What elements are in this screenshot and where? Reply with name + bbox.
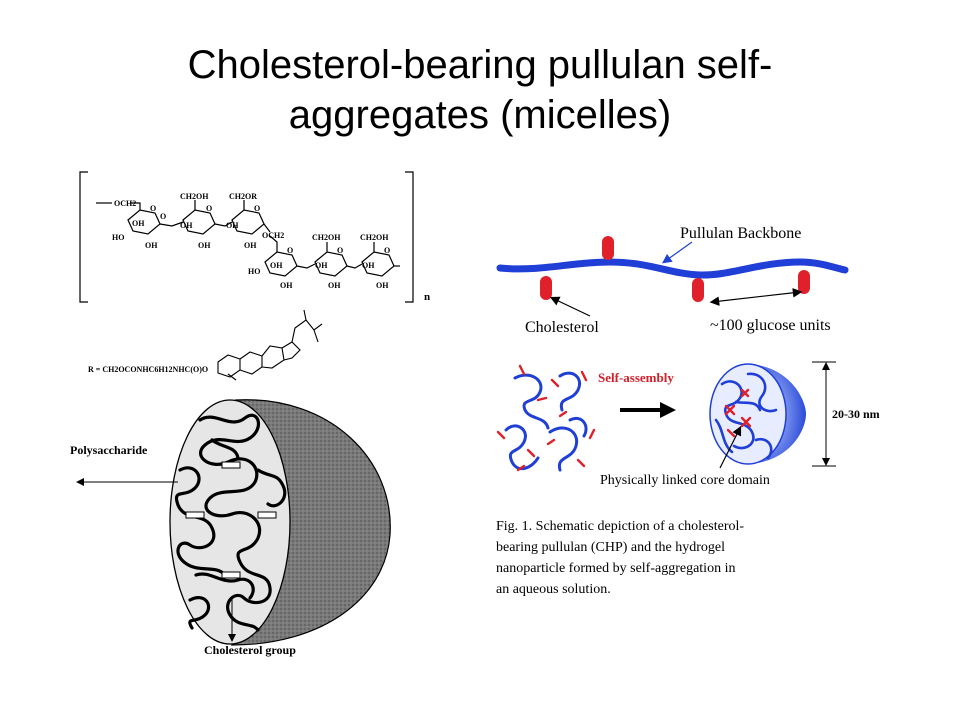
label-o-1: O: [160, 212, 166, 221]
slide-title: Cholesterol-bearing pullulan self- aggre…: [0, 40, 960, 140]
label-oh-3: OH: [180, 221, 193, 230]
free-chp-chains: [504, 371, 588, 472]
backbone-arrow: [662, 241, 693, 264]
label-oh-10: OH: [328, 281, 341, 290]
right-bracket: [405, 171, 414, 303]
r-formula: R = CH2OCONHC6H12NHC(O)O: [88, 365, 208, 374]
micelle-illustration: Polysaccharide Cholesterol group: [70, 399, 391, 657]
cholesterol-label: Cholesterol: [525, 319, 599, 336]
nanoparticle-core: [709, 363, 787, 465]
label-oh-8: OH: [280, 281, 293, 290]
label-oh-1: OH: [132, 219, 145, 228]
free-cholesterol-marks: [496, 364, 596, 472]
self-assembly-label: Self-assembly: [598, 370, 674, 385]
label-oh-9: OH: [315, 261, 328, 270]
cholesterol-group-label: Cholesterol group: [204, 643, 296, 657]
label-o-5: O: [287, 246, 293, 255]
label-oh-7: OH: [270, 261, 283, 270]
label-oh-6: OH: [244, 241, 257, 250]
label-n-subscript: n: [424, 291, 430, 303]
cholesterol-steroid-rings: [217, 309, 323, 381]
title-line-1: Cholesterol-bearing pullulan self-: [187, 43, 773, 87]
label-o-2: O: [150, 204, 156, 213]
label-och2-b: OCH2: [262, 231, 284, 240]
cholesterol-cross-links: [185, 461, 277, 579]
core-domain-label: Physically linked core domain: [600, 473, 770, 488]
caption-line-2: bearing pullulan (CHP) and the hydrogel: [496, 540, 725, 555]
label-oh-2: OH: [145, 241, 158, 250]
core-domain-arrow: [719, 425, 742, 469]
label-oh-4: OH: [198, 241, 211, 250]
label-ho-2: HO: [248, 267, 260, 276]
polysaccharide-chains: [174, 413, 287, 632]
chp-schematic: Pullulan Backbone Cholesterol ~100 gluco…: [496, 225, 849, 336]
label-ch2or: CH2OR: [229, 192, 257, 201]
label-ho-1: HO: [112, 233, 124, 242]
backbone-label: Pullulan Backbone: [680, 225, 801, 242]
cholesterol-bar-4: [798, 270, 810, 294]
label-och2: OCH2: [114, 199, 136, 208]
left-bracket: [79, 171, 88, 303]
label-o-3: O: [206, 204, 212, 213]
label-oh-5: OH: [226, 221, 239, 230]
label-ch2oh-a: CH2OH: [180, 192, 209, 201]
label-ch2oh-b: CH2OH: [312, 233, 341, 242]
figure-caption: Fig. 1. Schematic depiction of a cholest…: [496, 519, 744, 597]
chemical-structure: OCH2 CH2OH CH2OR CH2OH CH2OH OCH2 HO OH …: [79, 171, 430, 381]
cholesterol-bar-2: [602, 236, 614, 260]
title-line-2: aggregates (micelles): [288, 93, 672, 137]
size-label: 20-30 nm: [832, 407, 880, 421]
label-oh-11: OH: [362, 261, 375, 270]
glucose-rings-row2: [264, 235, 400, 277]
label-ch2oh-c: CH2OH: [360, 233, 389, 242]
micelle-core-disc: [169, 399, 291, 645]
self-assembly-diagram: Self-assembly Physically linked core dom…: [496, 361, 880, 488]
glucose-rings-row1: [127, 200, 271, 235]
caption-line-1: Fig. 1. Schematic depiction of a cholest…: [496, 519, 744, 534]
label-o-7: O: [384, 246, 390, 255]
glucose-units-label: ~100 glucose units: [710, 317, 831, 334]
polysaccharide-label: Polysaccharide: [70, 443, 148, 457]
label-oh-12: OH: [376, 281, 389, 290]
cholesterol-bar-3: [692, 278, 704, 302]
cholesterol-arrow: [549, 296, 591, 317]
self-assembly-arrow: [620, 402, 676, 418]
caption-line-4: an aqueous solution.: [496, 582, 611, 597]
caption-line-3: nanoparticle formed by self-aggregation …: [496, 561, 735, 576]
label-o-4: O: [254, 204, 260, 213]
cholesterol-bar-1: [540, 276, 552, 300]
glucose-span-arrow: [709, 288, 803, 306]
label-o-6: O: [337, 246, 343, 255]
pullulan-backbone: [496, 258, 849, 279]
